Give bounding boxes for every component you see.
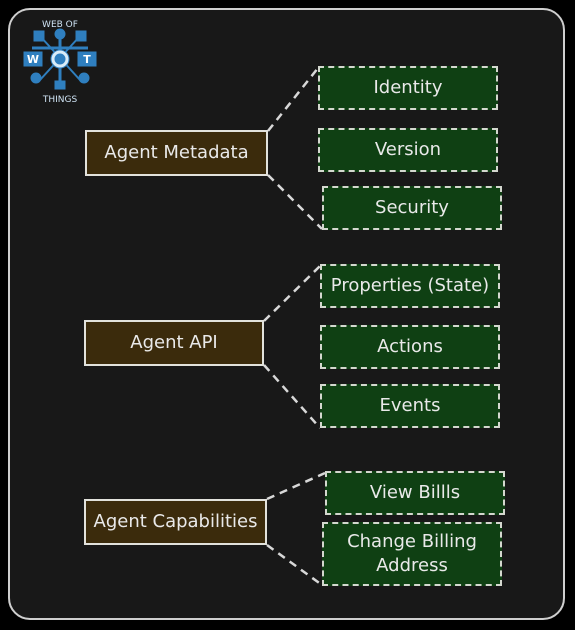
- events-box: Events: [320, 384, 500, 428]
- agent-capabilities-label: Agent Capabilities: [93, 510, 258, 532]
- connector-api-bottom: [263, 364, 321, 429]
- logo-top-text: WEB OF: [42, 20, 78, 30]
- connector-capabilities-bottom: [266, 543, 323, 587]
- identity-box: Identity: [318, 66, 498, 110]
- actions-box: Actions: [320, 325, 500, 369]
- properties-state-box: Properties (State): [320, 264, 500, 308]
- view-bills-box: View Billls: [325, 471, 505, 515]
- logo-bottom-text: THINGS: [42, 95, 78, 105]
- properties-state-label: Properties (State): [330, 274, 490, 296]
- view-bills-label: View Billls: [369, 481, 461, 503]
- logo-letter-w: W: [27, 53, 39, 66]
- logo-letter-o: O: [57, 56, 63, 64]
- agent-api-label: Agent API: [130, 331, 218, 353]
- logo-letter-t: T: [83, 53, 91, 66]
- connector-metadata-top: [267, 67, 319, 132]
- web-of-things-logo: WEB OF W O T THINGS: [23, 20, 97, 105]
- security-label: Security: [375, 196, 449, 218]
- actions-label: Actions: [377, 335, 443, 357]
- connector-api-top: [263, 265, 321, 322]
- version-box: Version: [318, 128, 498, 172]
- agent-metadata-label: Agent Metadata: [104, 141, 249, 163]
- version-label: Version: [374, 138, 442, 160]
- connector-metadata-bottom: [267, 174, 323, 230]
- security-box: Security: [322, 186, 502, 230]
- events-label: Events: [379, 394, 441, 416]
- agent-api-box: Agent API: [84, 320, 264, 366]
- change-billing-address-box: Change Billing Address: [322, 522, 502, 586]
- agent-capabilities-box: Agent Capabilities: [84, 499, 267, 545]
- agent-metadata-box: Agent Metadata: [85, 130, 268, 176]
- connector-capabilities-top: [266, 471, 326, 501]
- identity-label: Identity: [373, 76, 443, 98]
- change-billing-address-label: Change Billing Address: [347, 530, 477, 576]
